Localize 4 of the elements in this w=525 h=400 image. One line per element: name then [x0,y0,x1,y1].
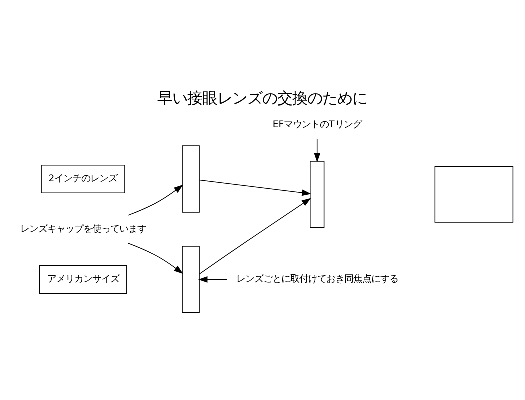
node-text: レンズごとに取付けておき同焦点にする [236,274,398,285]
node-text: レンズキャップを使っています [20,223,146,234]
diagram-title: 早い接眼レンズの交換のために [158,89,368,108]
node-text: EFマウントのTリング [272,119,362,130]
